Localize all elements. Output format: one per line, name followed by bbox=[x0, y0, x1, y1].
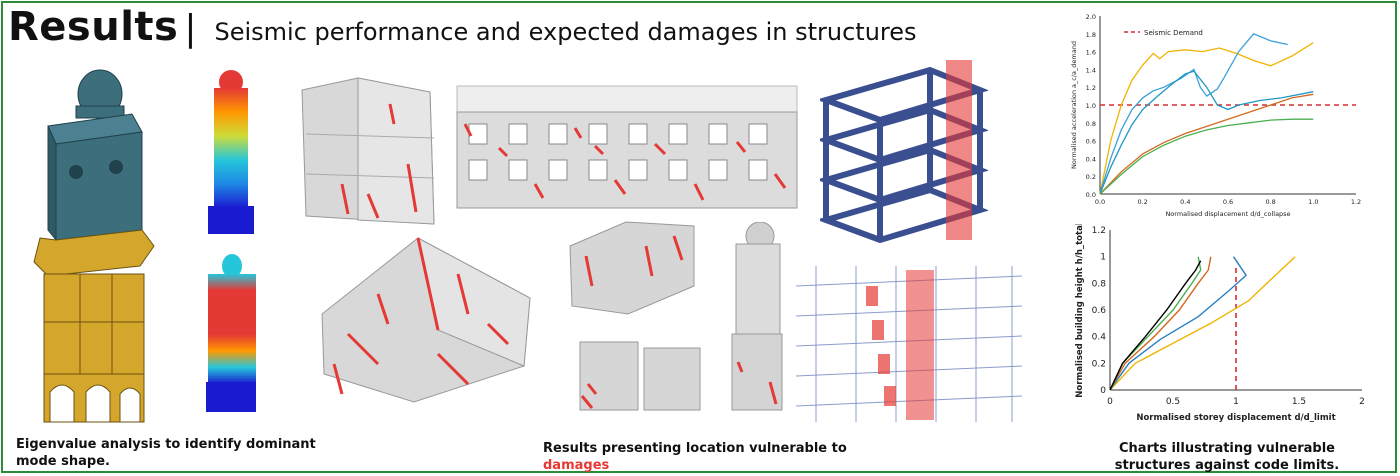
page-header: Results | Seismic performance and expect… bbox=[8, 4, 917, 52]
y-tick-label: 0.4 bbox=[1086, 155, 1096, 163]
damage-building-4-image bbox=[579, 341, 701, 411]
y-axis-label: Normalised building height h/h_total bbox=[1075, 224, 1085, 398]
frame-structure-image bbox=[820, 60, 988, 244]
y-tick-label: 1.8 bbox=[1086, 31, 1096, 39]
y-tick-label: 0.2 bbox=[1086, 173, 1096, 181]
series-line-3 bbox=[1109, 256, 1212, 391]
mode-shape-1-image bbox=[208, 70, 254, 234]
series-line-2 bbox=[1099, 33, 1288, 195]
damage-building-2-image bbox=[569, 221, 695, 315]
y-tick-label: 1.6 bbox=[1086, 49, 1096, 57]
caption-charts: Charts illustrating vulnerable structure… bbox=[1114, 441, 1340, 473]
x-axis-label: Normalised storey displacement d/d_limit bbox=[1136, 413, 1335, 423]
y-tick-label: 1.4 bbox=[1086, 66, 1096, 74]
y-tick-label: 0.6 bbox=[1092, 306, 1107, 316]
x-tick-label: 0.2 bbox=[1137, 198, 1147, 206]
caption-damage-text: Results presenting location vulnerable t… bbox=[543, 441, 847, 456]
y-tick-label: 1 bbox=[1100, 253, 1106, 263]
capacity-chart: 0.0 0.2 0.4 0.6 0.8 1.0 1.2 0.0 0.2 0.4 0.6 0.8 1.0 1… bbox=[1070, 13, 1361, 218]
mode-shape-2-image bbox=[206, 254, 256, 412]
x-tick-label: 1 bbox=[1233, 397, 1239, 407]
page-title: Results bbox=[8, 4, 179, 50]
series-line-5 bbox=[1099, 118, 1314, 195]
damage-building-3d-image bbox=[321, 237, 531, 403]
y-tick-label: 1.2 bbox=[1092, 226, 1106, 236]
series-line-2 bbox=[1109, 256, 1248, 391]
series-line-4 bbox=[1099, 93, 1314, 195]
title-separator: | bbox=[184, 8, 197, 49]
y-tick-label: 0.4 bbox=[1092, 333, 1107, 343]
caption-eigenvalue: Eigenvalue analysis to identify dominant… bbox=[16, 437, 316, 469]
series-line-1 bbox=[1099, 42, 1314, 195]
x-tick-label: 0.0 bbox=[1095, 198, 1105, 206]
frame-grid-image bbox=[796, 266, 1022, 422]
x-tick-label: 0 bbox=[1107, 397, 1113, 407]
damage-tower-image bbox=[731, 222, 783, 411]
caption-damage-highlight: damages bbox=[543, 458, 610, 473]
x-tick-label: 1.5 bbox=[1292, 397, 1306, 407]
y-tick-label: 1.0 bbox=[1086, 102, 1096, 110]
x-tick-label: 0.4 bbox=[1180, 198, 1190, 206]
y-tick-label: 0.2 bbox=[1092, 359, 1106, 369]
y-tick-label: 1.2 bbox=[1086, 84, 1096, 92]
y-tick-label: 0.0 bbox=[1086, 191, 1096, 199]
page-subtitle: Seismic performance and expected damages… bbox=[214, 18, 917, 46]
caption-damage: Results presenting location vulnerable t… bbox=[543, 440, 873, 474]
x-tick-label: 0.8 bbox=[1265, 198, 1275, 206]
x-tick-label: 1.2 bbox=[1351, 198, 1361, 206]
damage-facade-2-image bbox=[456, 85, 798, 209]
x-tick-label: 1.0 bbox=[1308, 198, 1318, 206]
x-tick-label: 0.5 bbox=[1166, 397, 1180, 407]
series-line-3 bbox=[1099, 70, 1314, 195]
y-tick-label: 0 bbox=[1100, 386, 1106, 396]
y-tick-label: 0.8 bbox=[1086, 120, 1096, 128]
x-tick-label: 2 bbox=[1359, 397, 1365, 407]
y-tick-label: 0.6 bbox=[1086, 138, 1096, 146]
tower-model-image bbox=[33, 69, 155, 423]
damage-facade-1-image bbox=[301, 77, 435, 225]
legend-label: Seismic Demand bbox=[1144, 29, 1203, 37]
x-axis-label: Normalised displacement d/d_collapse bbox=[1165, 210, 1290, 218]
y-axis-label: Normalised acceleration a_c/a_demand bbox=[1070, 41, 1078, 169]
y-tick-label: 0.8 bbox=[1092, 279, 1107, 289]
series-line-1 bbox=[1109, 256, 1296, 391]
y-tick-label: 2.0 bbox=[1086, 13, 1096, 21]
series-line-5 bbox=[1109, 260, 1202, 391]
x-tick-label: 0.6 bbox=[1223, 198, 1233, 206]
